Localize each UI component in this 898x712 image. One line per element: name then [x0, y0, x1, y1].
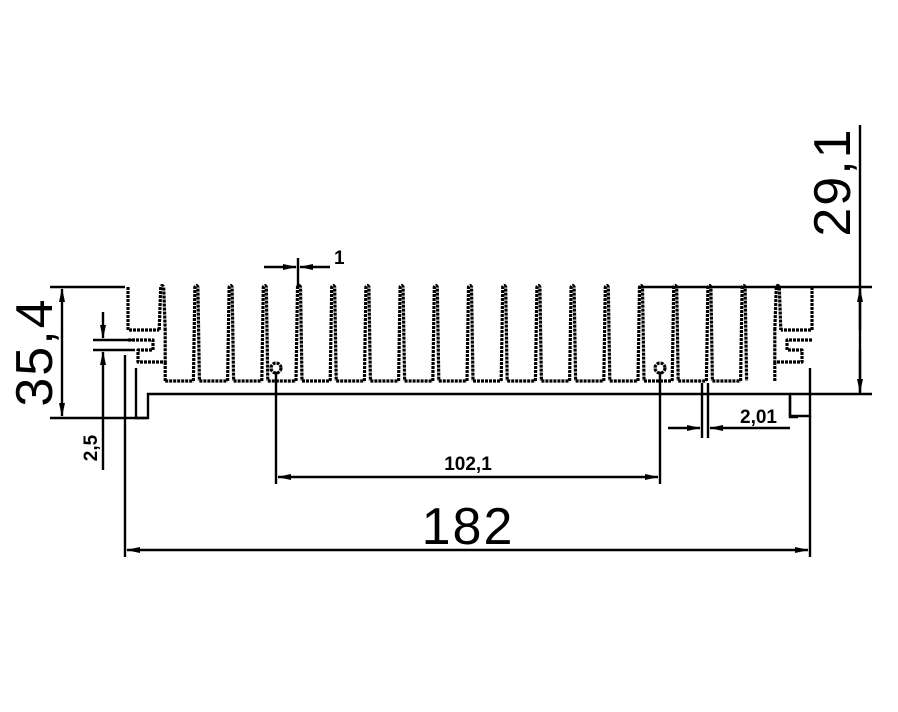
- fin: [191, 283, 201, 382]
- dim-label-fin-gap: 2,01: [740, 407, 777, 428]
- fin: [568, 283, 578, 382]
- fin: [499, 283, 509, 382]
- dim-label-groove-spacing: 102,1: [444, 454, 492, 475]
- fin: [157, 283, 167, 331]
- dimension-total-height: 35,4: [6, 285, 146, 420]
- dimension-fin-gap: 2,01: [668, 383, 798, 438]
- fin: [533, 283, 543, 382]
- dimension-groove-spacing: 102,1: [274, 372, 662, 484]
- fin: [431, 283, 441, 382]
- fin: [670, 283, 680, 382]
- fin: [465, 283, 475, 382]
- dimension-overall-width: 182: [123, 416, 812, 557]
- dim-label-fin-height: 29,1: [804, 127, 862, 236]
- dimension-fin-thickness: 1: [264, 248, 345, 287]
- dim-label-total-height: 35,4: [6, 297, 64, 406]
- groove-notch: [269, 361, 283, 375]
- fin: [260, 283, 270, 382]
- groove-notch: [653, 361, 667, 375]
- dim-label-slot-width: 2,5: [81, 434, 102, 461]
- fin: [226, 283, 236, 382]
- fin: [773, 283, 783, 331]
- dim-label-overall-width: 182: [422, 498, 515, 556]
- dimension-slot-width: 2,5: [81, 312, 135, 480]
- fin: [294, 283, 304, 382]
- fin: [397, 283, 407, 382]
- fin: [328, 283, 338, 382]
- fin: [362, 283, 372, 382]
- fin: [602, 283, 612, 382]
- fin: [636, 283, 646, 382]
- base-web: [126, 287, 814, 383]
- fin: [739, 283, 749, 382]
- heatsink-profile: [126, 283, 814, 383]
- dimension-fin-height: 29,1: [640, 125, 872, 396]
- dim-label-fin-thickness: 1: [334, 248, 345, 269]
- fin: [704, 283, 714, 382]
